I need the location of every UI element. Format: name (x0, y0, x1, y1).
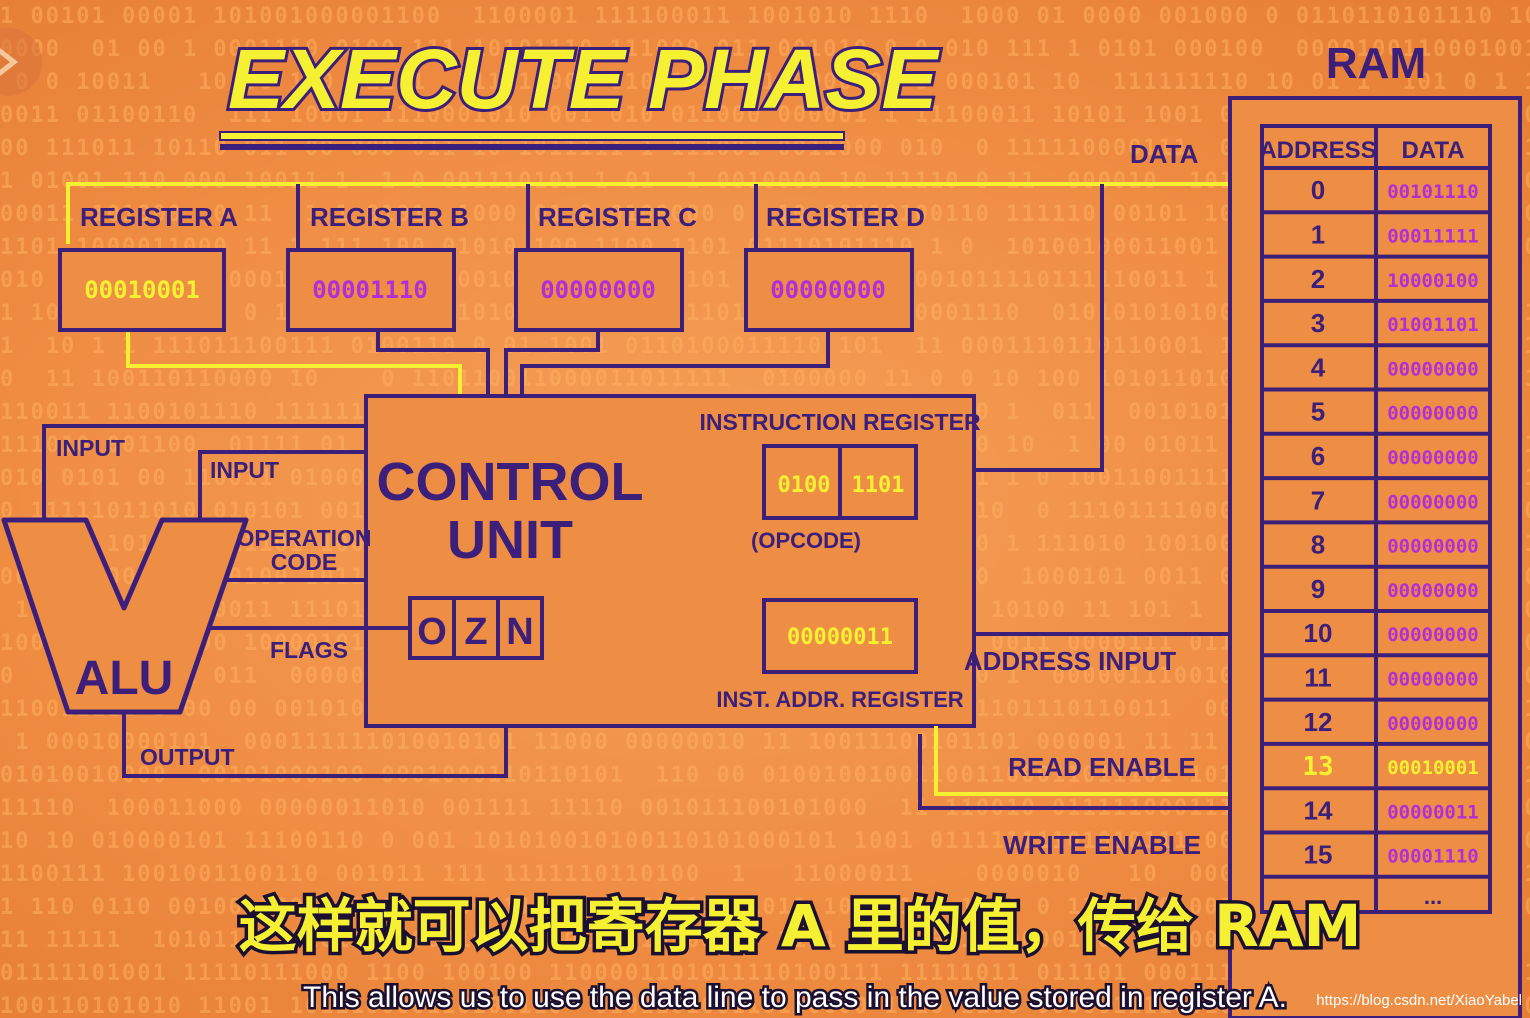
flag-overflow: O (417, 611, 447, 653)
alu-label: ALU (75, 652, 174, 705)
ram-row-address: 14 (1304, 795, 1333, 825)
page-title: EXECUTE PHASE (228, 32, 940, 126)
flag-zero: Z (464, 611, 487, 653)
instruction-opcode: 0100 (778, 473, 831, 498)
control-unit: CONTROL UNIT INSTRUCTION REGISTER 0100 1… (364, 394, 981, 728)
ram-row-address: 15 (1304, 840, 1333, 870)
ram-row-data: 00000000 (1387, 358, 1479, 380)
title-underline (219, 131, 845, 141)
ram-row-data: 10000100 (1387, 270, 1479, 292)
register-b-value: 00001110 (312, 276, 428, 304)
ram-title: RAM (1326, 39, 1426, 88)
ram-row-address: 7 (1311, 485, 1325, 515)
flags-register: O Z N (408, 596, 544, 660)
register-d-label: REGISTER D (766, 202, 925, 232)
inst-addr-value: 00000011 (787, 625, 893, 650)
ram-row-data: 00000000 (1387, 491, 1479, 513)
ram-row-address: 6 (1311, 441, 1325, 471)
ram-row-address: 0 (1311, 175, 1325, 205)
subtitle-english: This allows us to use the data line to p… (303, 981, 1287, 1014)
ram-row-address: 2 (1311, 264, 1325, 294)
ram-row-address: 3 (1311, 308, 1325, 338)
title-underline-shadow (220, 144, 844, 150)
write-enable-label: WRITE ENABLE (1003, 830, 1201, 860)
ram-row-address: 4 (1311, 352, 1326, 382)
address-input-label: ADDRESS INPUT (964, 646, 1176, 676)
flag-negative: N (506, 611, 533, 653)
register-a: REGISTER A 00010001 (58, 202, 238, 332)
ram-row-data: 00000000 (1387, 447, 1479, 469)
read-enable-label: READ ENABLE (1008, 752, 1196, 782)
register-b-label: REGISTER B (310, 202, 469, 232)
register-c: REGISTER C 00000000 (514, 202, 697, 332)
ram-col-address: ADDRESS (1259, 137, 1376, 164)
ram-row-address: 13 (1302, 752, 1333, 782)
register-c-label: REGISTER C (538, 202, 697, 232)
ram-ellipsis: ... (1424, 884, 1442, 909)
inst-addr-register-label: INST. ADDR. REGISTER (716, 687, 963, 712)
ram-row-address: 10 (1304, 618, 1333, 648)
alu-input-a-label: INPUT (56, 435, 125, 461)
ram-row-data: 00000011 (1387, 801, 1479, 823)
register-a-label: REGISTER A (80, 202, 238, 232)
register-d: REGISTER D 00000000 (744, 202, 925, 332)
alu-flags-label: FLAGS (270, 637, 348, 663)
ram-row-data: 00000000 (1387, 668, 1479, 690)
opcode-label: (OPCODE) (751, 528, 861, 553)
subtitle-chinese: 这样就可以把寄存器 A 里的值，传给 RAM (239, 892, 1362, 960)
control-unit-label-line2: UNIT (447, 510, 573, 570)
register-bus-lines (296, 184, 1104, 472)
alu-input-b-label: INPUT (210, 457, 279, 483)
ram-row-data: 00000000 (1387, 403, 1479, 425)
ram-row-address: 5 (1311, 397, 1325, 427)
register-c-value: 00000000 (540, 276, 656, 304)
ram-row-data: 00000000 (1387, 624, 1479, 646)
alu-wires (42, 424, 508, 778)
instruction-register-label: INSTRUCTION REGISTER (699, 409, 981, 435)
ram-row-data: 00010001 (1387, 757, 1479, 779)
alu-operation-code-label-line1: OPERATION (236, 525, 371, 551)
alu: ALU (1, 517, 249, 715)
data-bus (66, 182, 1230, 396)
logo-icon (0, 28, 42, 96)
ram-row-data: 00000000 (1387, 713, 1479, 735)
ram-row-data: 00101110 (1387, 181, 1479, 203)
alu-operation-code-label-line2: CODE (271, 549, 337, 575)
alu-output-label: OUTPUT (140, 744, 235, 770)
ram-row-address: 11 (1304, 662, 1332, 692)
ram-row-data: 01001101 (1387, 314, 1479, 336)
ram-row-data: 00000000 (1387, 536, 1479, 558)
inst-addr-register (762, 598, 918, 674)
ram-control-lines (918, 632, 1230, 810)
ram-row-address: 1 (1311, 219, 1325, 249)
ram-col-data: DATA (1401, 137, 1464, 164)
instruction-operand: 1101 (852, 473, 905, 498)
control-unit-label-line1: CONTROL (377, 452, 644, 512)
register-d-value: 00000000 (770, 276, 886, 304)
ram-row-address: 12 (1304, 707, 1333, 737)
data-bus-label: DATA (1130, 139, 1199, 169)
ram-row-data: 00000000 (1387, 580, 1479, 602)
ram-row-data: 00001110 (1387, 846, 1479, 868)
register-a-value: 00010001 (84, 276, 200, 304)
ram-row-address: 8 (1311, 530, 1325, 560)
ram-row-address: 9 (1311, 574, 1325, 604)
ram-row-data: 00011111 (1387, 225, 1479, 247)
watermark: https://blog.csdn.net/XiaoYabel (1316, 992, 1522, 1009)
register-b: REGISTER B 00001110 (286, 202, 469, 332)
